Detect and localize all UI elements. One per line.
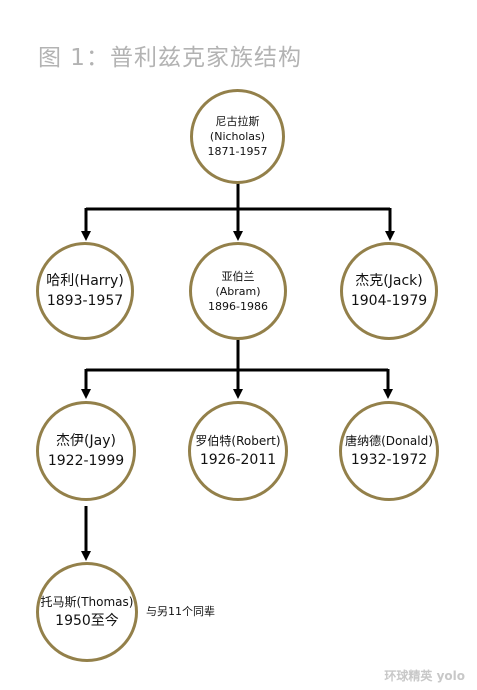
node-years: 1896-1986 — [208, 299, 268, 313]
node-years: 1926-2011 — [199, 452, 277, 468]
node-harry: 哈利(Harry) 1893-1957 — [36, 242, 134, 340]
node-jay: 杰伊(Jay) 1922-1999 — [36, 401, 136, 501]
node-name: 杰伊(Jay) — [56, 433, 116, 449]
node-name: 哈利(Harry) — [46, 273, 124, 289]
node-years: 1893-1957 — [46, 293, 124, 309]
siblings-note: 与另11个同辈 — [146, 605, 215, 618]
page-title: 图 1：普利兹克家族结构 — [38, 45, 302, 71]
node-thomas: 托马斯(Thomas) 1950至今 — [36, 562, 138, 662]
node-name: 托马斯(Thomas) — [40, 595, 134, 609]
node-years: 1922-1999 — [47, 453, 125, 469]
watermark-logo: 环球精英 yolo — [384, 669, 465, 683]
node-years: 1950至今 — [55, 613, 119, 629]
node-donald: 唐纳德(Donald) 1932-1972 — [339, 401, 439, 501]
node-name: 亚伯兰 — [221, 269, 255, 283]
node-subname: (Nicholas) — [209, 130, 266, 143]
node-years: 1904-1979 — [350, 293, 428, 309]
node-nicholas: 尼古拉斯 (Nicholas) 1871-1957 — [190, 89, 285, 184]
node-name: 尼古拉斯 — [215, 115, 260, 128]
node-abram: 亚伯兰 (Abram) 1896-1986 — [189, 242, 287, 340]
node-name: 杰克(Jack) — [355, 273, 423, 289]
node-jack: 杰克(Jack) 1904-1979 — [340, 242, 438, 340]
node-subname: (Abram) — [215, 284, 261, 298]
node-years: 1932-1972 — [350, 452, 428, 468]
node-robert: 罗伯特(Robert) 1926-2011 — [188, 401, 288, 501]
node-name: 罗伯特(Robert) — [195, 434, 281, 448]
node-years: 1871-1957 — [207, 145, 268, 158]
node-name: 唐纳德(Donald) — [345, 434, 433, 448]
